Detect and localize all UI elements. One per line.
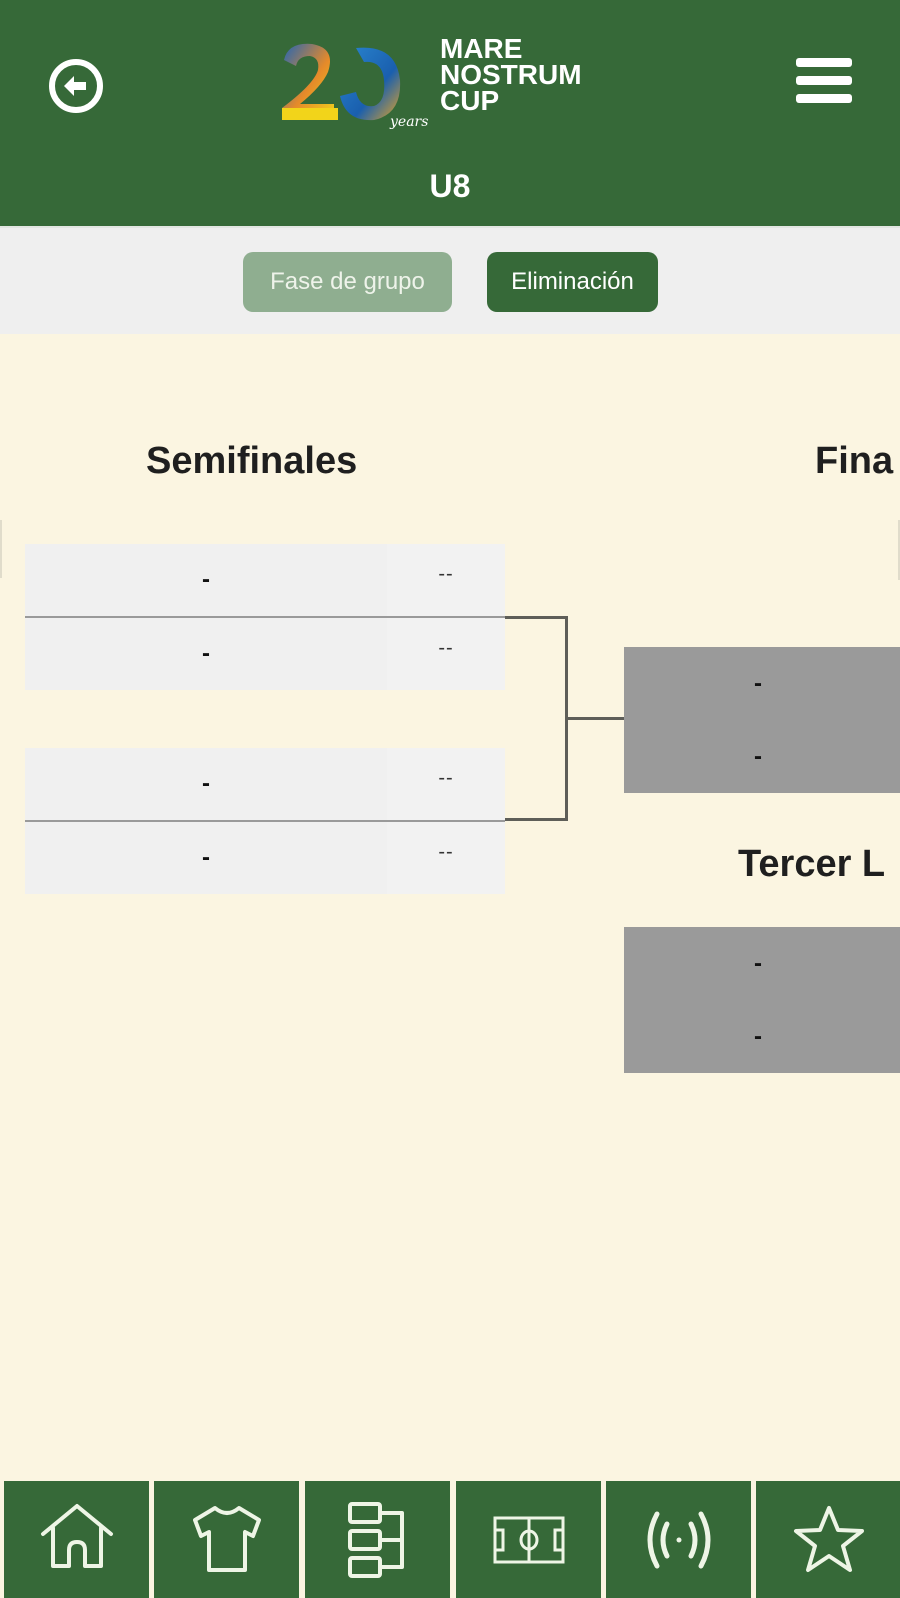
home-icon xyxy=(40,1503,113,1568)
round-title-third-place: Tercer L xyxy=(738,843,886,885)
team-name: - xyxy=(754,670,762,697)
nav-home[interactable] xyxy=(4,1481,149,1598)
team-name: - xyxy=(754,743,762,770)
bracket-icon xyxy=(347,1501,404,1578)
semifinal-match[interactable]: - -- - -- xyxy=(25,748,505,894)
team-score: -- xyxy=(438,637,454,659)
anniversary-20-icon xyxy=(282,43,401,121)
team-row[interactable]: - -- xyxy=(25,544,505,616)
team-row[interactable]: - -- xyxy=(25,618,505,690)
team-name: - xyxy=(754,1023,762,1050)
app-header: years MARE NOSTRUM CUP U8 xyxy=(0,0,900,226)
team-row[interactable]: - -- xyxy=(25,822,505,894)
team-score: -- xyxy=(438,563,454,585)
star-icon xyxy=(793,1505,864,1572)
score-cell xyxy=(387,822,505,894)
circle-arrow-left-icon xyxy=(49,59,103,113)
team-name: - xyxy=(754,950,762,977)
team-name: - xyxy=(202,640,210,667)
round-title-final: Fina xyxy=(815,440,894,482)
logo-line: MARE xyxy=(440,33,523,64)
bracket-connector xyxy=(505,818,568,821)
phase-tabs: Fase de grupo Eliminación xyxy=(0,226,900,334)
nav-live[interactable] xyxy=(606,1481,751,1598)
third-place-match[interactable]: - - xyxy=(624,927,900,1073)
bracket-connector xyxy=(505,616,568,619)
offscreen-edge xyxy=(0,520,2,578)
logo-line: NOSTRUM xyxy=(440,59,582,90)
team-score: -- xyxy=(438,767,454,789)
team-score: -- xyxy=(438,841,454,863)
final-match[interactable]: - - xyxy=(624,647,900,793)
bracket-connector xyxy=(565,717,625,720)
team-name: - xyxy=(202,566,210,593)
back-button[interactable] xyxy=(44,54,108,118)
soccer-field-icon xyxy=(493,1516,564,1563)
logo-wordmark: MARE NOSTRUM CUP xyxy=(440,33,582,116)
live-broadcast-icon xyxy=(647,1511,710,1568)
bottom-navigation xyxy=(0,1479,900,1598)
team-name: - xyxy=(202,844,210,871)
nav-favorites[interactable] xyxy=(756,1481,900,1598)
logo-years-text: years xyxy=(390,114,429,130)
round-title-semifinals: Semifinales xyxy=(146,440,358,482)
semifinal-match[interactable]: - -- - -- xyxy=(25,544,505,690)
score-cell xyxy=(387,748,505,820)
hamburger-menu-icon xyxy=(796,58,852,103)
tshirt-icon xyxy=(192,1505,261,1572)
tab-knockout[interactable]: Eliminación xyxy=(487,252,658,312)
nav-bracket[interactable] xyxy=(305,1481,450,1598)
team-row[interactable]: - -- xyxy=(25,748,505,820)
menu-button[interactable] xyxy=(794,52,856,110)
category-title: U8 xyxy=(429,168,471,204)
nav-teams[interactable] xyxy=(154,1481,299,1598)
score-cell xyxy=(387,618,505,690)
team-name: - xyxy=(202,770,210,797)
logo-line: CUP xyxy=(440,85,500,116)
offscreen-edge xyxy=(898,520,900,580)
tab-group-stage[interactable]: Fase de grupo xyxy=(243,252,452,312)
nav-fields[interactable] xyxy=(456,1481,601,1598)
tournament-logo[interactable]: years MARE NOSTRUM CUP xyxy=(278,34,628,144)
row-divider xyxy=(25,820,505,822)
score-cell xyxy=(387,544,505,616)
row-divider xyxy=(25,616,505,618)
